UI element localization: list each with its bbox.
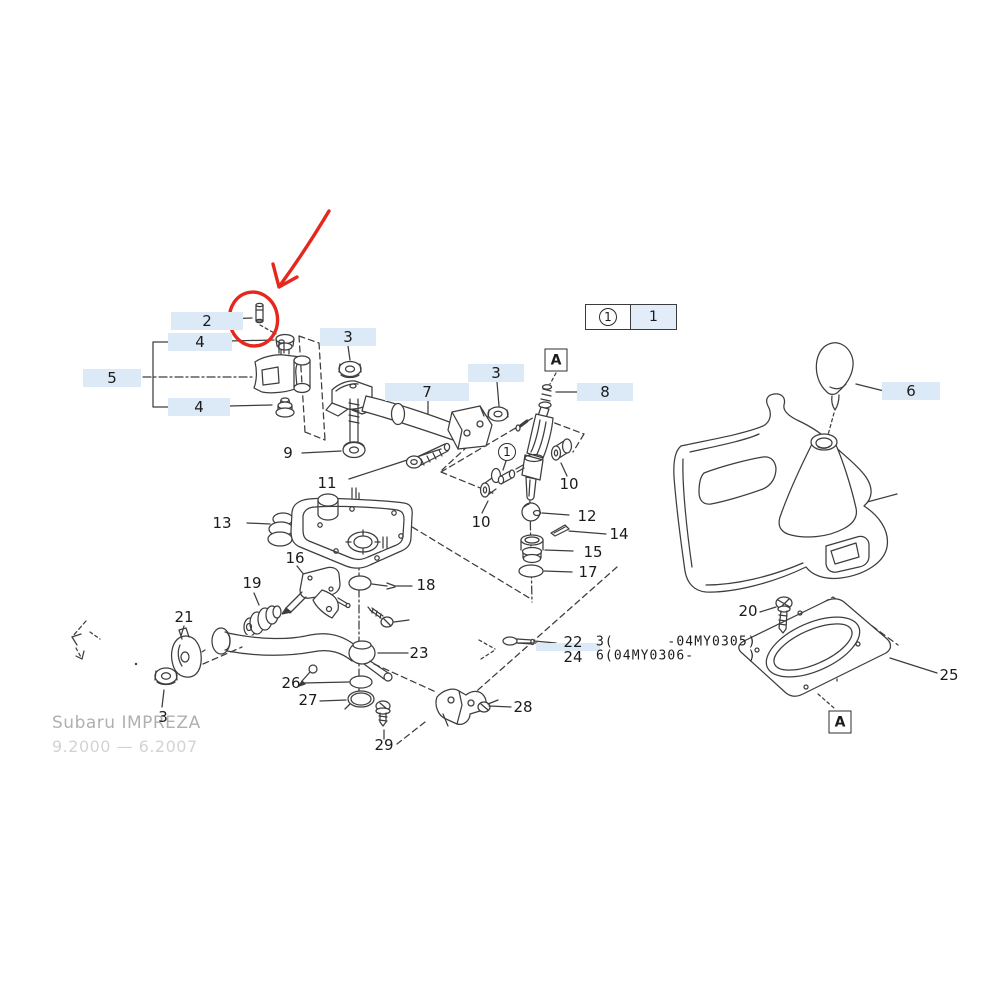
callout-3c[interactable]: 3 — [158, 708, 168, 726]
part-3-nut-upper — [338, 345, 362, 379]
part-21-plate — [171, 625, 202, 678]
callout-4b[interactable]: 4 — [168, 398, 230, 416]
callout-27[interactable]: 27 — [298, 691, 318, 709]
part-23-shifter-rod — [211, 627, 409, 682]
callout-13[interactable]: 13 — [212, 514, 232, 532]
callout-25[interactable]: 25 — [939, 666, 959, 684]
callout-23[interactable]: 23 — [409, 644, 429, 662]
part-18-oval-seal — [348, 575, 413, 591]
part-10-bushing-left — [479, 467, 502, 514]
watermark-title: Subaru IMPREZA — [52, 713, 201, 733]
part-4-lower-bushing — [228, 397, 295, 418]
callout-21[interactable]: 21 — [174, 608, 194, 626]
callout-3a[interactable]: 3 — [320, 328, 376, 346]
highlight-arrow — [279, 209, 331, 286]
reference-box[interactable]: 1 1 — [585, 304, 677, 330]
callout-4a[interactable]: 4 — [168, 333, 232, 351]
callout-14[interactable]: 14 — [609, 525, 629, 543]
highlight-arrowhead — [271, 262, 299, 289]
part-10-bushing-right — [550, 438, 573, 477]
section-marker-a-top: A — [544, 348, 568, 372]
callout-9[interactable]: 9 — [283, 444, 293, 462]
callout-3b[interactable]: 3 — [468, 364, 524, 382]
callout-8[interactable]: 8 — [577, 383, 633, 401]
callout-22[interactable]: 22 — [563, 633, 583, 651]
part-27-snap-ring — [319, 690, 375, 710]
callout-28[interactable]: 28 — [513, 698, 533, 716]
callout-2[interactable]: 2 — [171, 312, 243, 330]
callout-18[interactable]: 18 — [416, 576, 436, 594]
watermark: Subaru IMPREZA 9.2000 — 6.2007 — [52, 713, 201, 756]
callout-6[interactable]: 6 — [882, 382, 940, 400]
callout-26[interactable]: 26 — [281, 674, 301, 692]
highlight-bar — [536, 643, 600, 651]
callout-12[interactable]: 12 — [577, 507, 597, 525]
callout-5[interactable]: 5 — [83, 369, 141, 387]
part-22-24-washer-pin — [502, 636, 557, 646]
callout-10a[interactable]: 10 — [471, 513, 491, 531]
part-19-bushing — [243, 592, 283, 637]
ref-circled-number: 1 — [599, 308, 617, 326]
part-20-screw — [759, 596, 793, 634]
callout-7[interactable]: 7 — [385, 383, 469, 401]
part-16-bracket — [281, 565, 351, 619]
callout-19[interactable]: 19 — [242, 574, 262, 592]
part-6-console-and-boot — [673, 342, 898, 593]
part-5-lever-bracket — [152, 339, 311, 408]
part-19-screw — [367, 606, 410, 628]
part-11-bolt — [348, 442, 451, 480]
part-15-bushing — [520, 534, 574, 564]
part-3-nut-lower-left — [154, 667, 178, 708]
part-29-screw — [375, 700, 391, 740]
callout-24[interactable]: 24 — [563, 648, 583, 666]
part-26-o-ring — [302, 675, 373, 689]
section-marker-a-bottom: A — [828, 710, 852, 734]
callout-20[interactable]: 20 — [738, 602, 758, 620]
callout-15[interactable]: 15 — [583, 543, 603, 561]
callout-29[interactable]: 29 — [374, 736, 394, 754]
callout-11[interactable]: 11 — [317, 474, 337, 492]
part-code-24[interactable]: 6(04MY0306- ) — [596, 648, 757, 664]
part-9-bolt — [301, 398, 366, 459]
front-direction-arrow-icon — [71, 620, 138, 666]
callout-16[interactable]: 16 — [285, 549, 305, 567]
part-14-spring-pin — [550, 524, 607, 537]
part-code-22[interactable]: 3( -04MY0305) — [596, 634, 757, 650]
part-12-ball-seat — [521, 502, 570, 522]
ball-stud-pointer — [298, 664, 318, 687]
part-7-stabilizer-rod — [325, 380, 493, 450]
part-28-bracket — [435, 688, 512, 727]
ref-box-symbol-cell: 1 — [586, 305, 631, 329]
part-17-oval-ring — [518, 564, 573, 578]
watermark-dates: 9.2000 — 6.2007 — [52, 737, 198, 756]
part-3-nut-right — [487, 381, 509, 422]
callout-1[interactable]: 1 — [498, 443, 516, 461]
part-25-boot-plate — [738, 598, 938, 697]
callout-17[interactable]: 17 — [578, 563, 598, 581]
part-1-pin — [497, 460, 525, 485]
part-13-plate-assembly — [246, 487, 413, 569]
callout-10b[interactable]: 10 — [559, 475, 579, 493]
ref-part-number: 1 — [631, 305, 676, 329]
